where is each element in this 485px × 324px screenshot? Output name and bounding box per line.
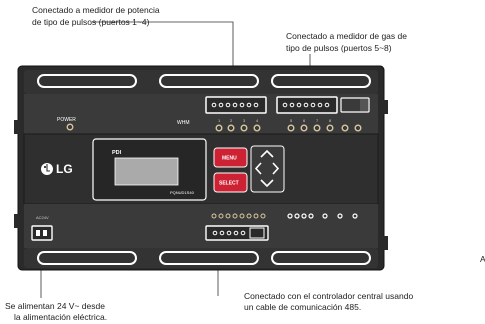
- port-number-3: 3: [243, 118, 246, 123]
- lcd-title: PDI: [112, 150, 122, 156]
- bottom-slot-right: [271, 251, 371, 265]
- bottom-slot-left: [37, 251, 137, 265]
- callout-gas-meter-line2: tipo de pulsos (puertos 5~8): [286, 43, 392, 53]
- arrow-up-icon[interactable]: [260, 149, 274, 158]
- port-indicator-leds: [215, 124, 334, 132]
- callout-power-supply-line2: la alimentación eléctrica.: [14, 312, 107, 322]
- bottom-slot-center: [159, 251, 259, 265]
- lower-indicator-leds-left: [211, 213, 266, 219]
- port-numbers: 1 2 3 4 5 6 7 8: [218, 118, 332, 123]
- menu-button[interactable]: [213, 147, 248, 168]
- left-side-clip: [14, 120, 20, 134]
- rs485-terminal-screws: [212, 230, 246, 236]
- callout-power-meter-line2: de tipo de pulsos (puertos 1~4): [32, 17, 150, 27]
- port-number-4: 4: [256, 118, 259, 123]
- power-label: POWER: [57, 117, 76, 123]
- right-side-clip: [382, 100, 388, 114]
- terminal-latch-tab: [360, 99, 368, 111]
- arrow-right-icon[interactable]: [272, 162, 280, 175]
- callout-power-supply-line1: Se alimentan 24 V~ desde: [5, 301, 105, 311]
- callout-rs485-line1: Conectado con el controlador central usa…: [244, 291, 413, 301]
- power-indicator-led: [66, 123, 74, 131]
- select-button-label: SELECT: [219, 181, 239, 187]
- model-label: PQNUD1S40: [170, 190, 195, 195]
- callout-gas-meter-line1: Conectado a medidor de gas de: [286, 31, 407, 41]
- callout-rs485-line2: un cable de comunicación 485.: [244, 302, 361, 312]
- arrow-down-icon[interactable]: [260, 179, 274, 188]
- menu-button-label: MENU: [222, 156, 237, 162]
- terminal-screws-gas-meter: [282, 102, 330, 108]
- callout-power-meter-line1: Conectado a medidor de potencia: [32, 5, 160, 15]
- power-terminal: [31, 225, 53, 241]
- terminal-block-gas-meter: [276, 96, 338, 114]
- terminal-screws-power-meter: [211, 102, 259, 108]
- lower-panel: [24, 204, 378, 248]
- top-slot-left: [37, 74, 137, 88]
- port-number-1: 1: [218, 118, 221, 123]
- top-slot-center: [159, 74, 259, 88]
- ac-label: AC24V: [36, 215, 49, 220]
- pdi-device: POWER WHM 1 2 3 4 5 6 7 8: [14, 65, 388, 271]
- brand-logo-text: LG: [56, 162, 73, 176]
- status-led-1: [341, 124, 349, 132]
- port-number-6: 6: [303, 118, 306, 123]
- port-number-8: 8: [329, 118, 332, 123]
- port-number-7: 7: [316, 118, 319, 123]
- lower-indicator-leds-right: [287, 213, 358, 219]
- port-number-2: 2: [230, 118, 233, 123]
- lcd-screen: [114, 157, 179, 186]
- top-slot-right: [271, 74, 371, 88]
- port-number-5: 5: [290, 118, 293, 123]
- whm-label: WHM: [177, 120, 190, 126]
- arrow-left-icon[interactable]: [254, 162, 262, 175]
- direction-pad[interactable]: [250, 145, 285, 193]
- page-marker: A: [480, 254, 485, 264]
- terminal-block-power-meter: [205, 96, 267, 114]
- status-led-2: [354, 124, 362, 132]
- select-button[interactable]: [213, 172, 248, 193]
- rs485-terminal: [205, 225, 269, 241]
- top-rail: [24, 70, 378, 94]
- terminal-latch: [340, 97, 370, 113]
